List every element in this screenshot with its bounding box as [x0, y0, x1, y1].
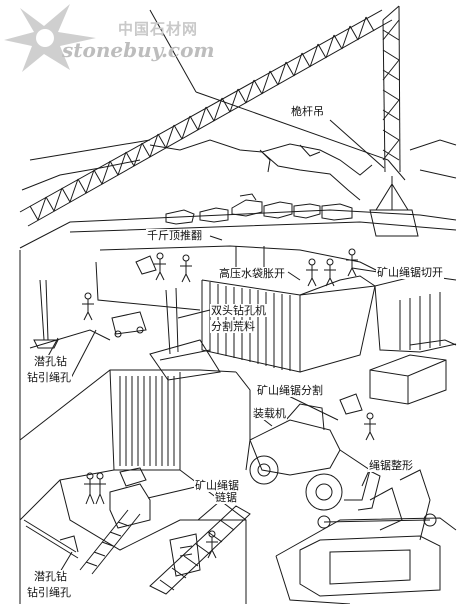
shaping-wire-saw — [275, 469, 457, 604]
background-cliffs — [21, 139, 457, 201]
derrick-crane — [19, 5, 419, 237]
label-loader: 装载机 — [252, 407, 287, 420]
loader — [249, 403, 381, 511]
watermark-star-icon — [4, 4, 96, 72]
watermark-domain: stonebuy.com — [62, 38, 215, 62]
label-double-drill-line2: 分割荒料 — [210, 320, 256, 333]
double-drill-rig — [149, 287, 221, 381]
dth-drill-bottom — [23, 519, 79, 559]
label-derrick-crane: 桅杆吊 — [290, 105, 325, 118]
label-dth-top-line1: 潜孔钻 — [33, 355, 68, 368]
label-water-bag: 高压水袋胀开 — [218, 267, 286, 280]
label-leaders — [45, 119, 385, 573]
ladder — [79, 509, 141, 575]
label-wire-saw-cut: 矿山绳锯切开 — [376, 266, 444, 279]
label-chain-saw: 链锯 — [214, 491, 238, 504]
compressor — [111, 311, 147, 338]
label-double-drill-line1: 双头钻孔机 — [210, 304, 267, 317]
label-dth-top-line2: 钻引绳孔 — [26, 371, 72, 384]
middle-bench — [95, 245, 457, 373]
label-jack-pusher: 千斤顶推翻 — [146, 229, 203, 242]
workers — [82, 248, 376, 559]
label-mine-wire-saw: 矿山绳锯 — [194, 479, 240, 492]
small-blocks — [109, 255, 363, 529]
right-blocks — [369, 339, 457, 405]
watermark-chinese: 中国石材网 — [118, 20, 199, 38]
dth-drill-top — [29, 279, 111, 349]
label-wire-saw-shaping: 绳锯整形 — [368, 459, 414, 472]
chain-saw-rail — [149, 505, 251, 595]
label-wire-saw-split: 矿山绳锯分割 — [256, 384, 324, 397]
label-dth-bottom-line2: 钻引绳孔 — [26, 586, 72, 599]
label-dth-bottom-line1: 潜孔钻 — [33, 570, 68, 583]
